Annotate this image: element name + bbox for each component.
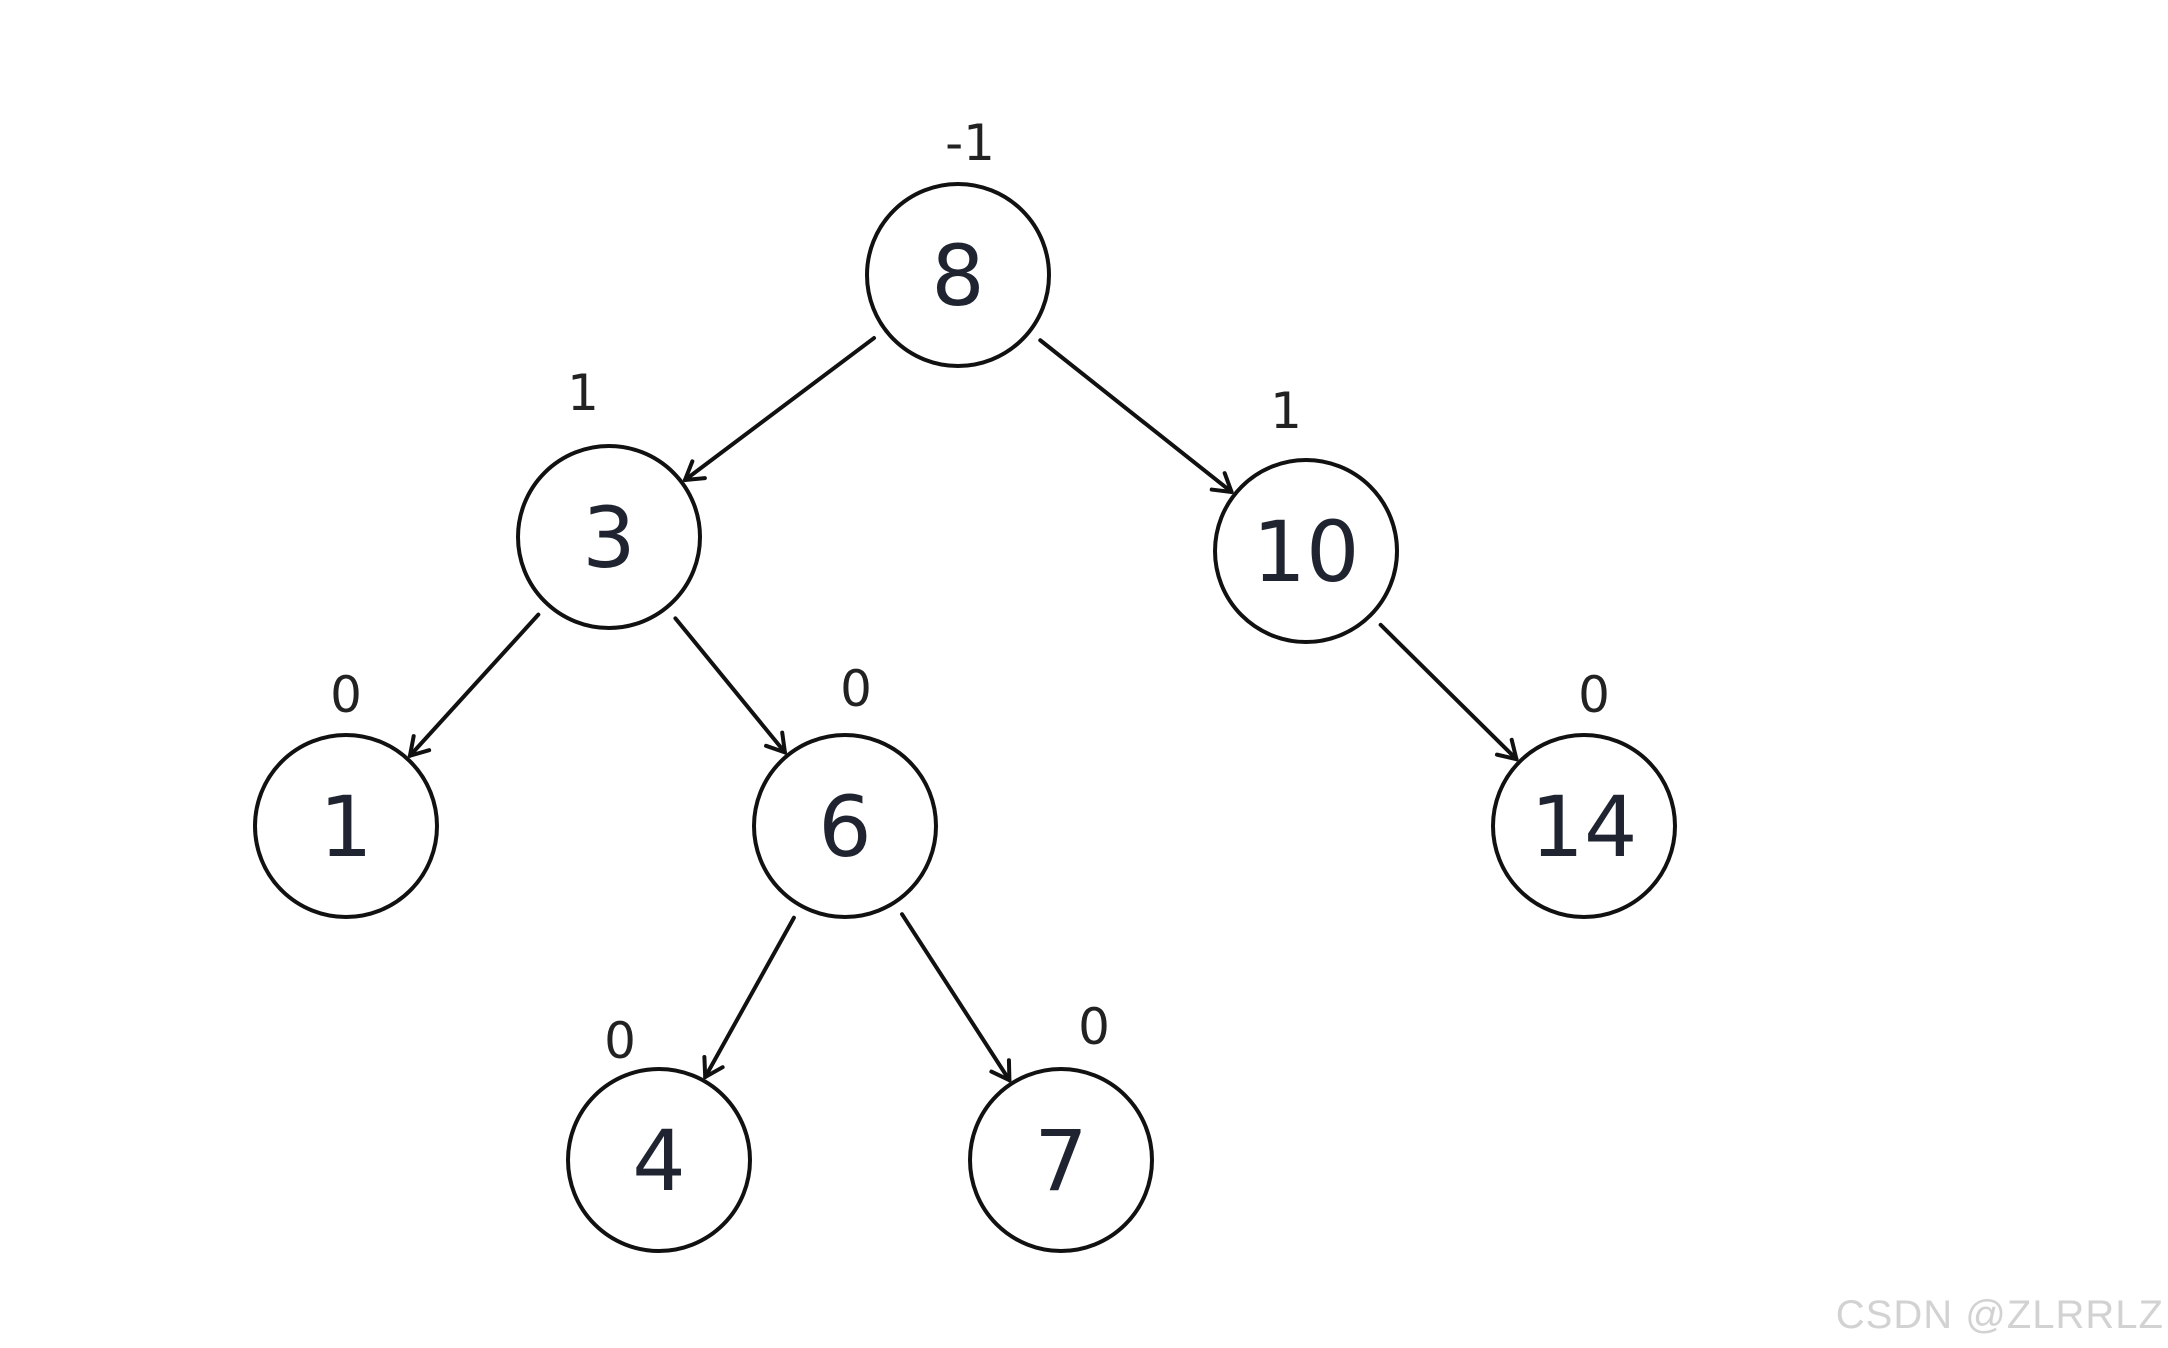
node-value: 7 [1034, 1112, 1087, 1210]
node-circle [253, 733, 439, 919]
node-value: 6 [818, 778, 871, 876]
node-circle [968, 1067, 1154, 1253]
node-circle [1491, 733, 1677, 919]
tree-node-4: 4 [566, 1067, 752, 1253]
node-circle [1213, 458, 1399, 644]
tree-node-14: 14 [1491, 733, 1677, 919]
edge-n3-n1 [407, 612, 541, 758]
node-circle [516, 444, 702, 630]
node-value: 8 [931, 227, 984, 325]
tree-node-8: 8 [865, 182, 1051, 368]
arrow-head-icon [1209, 471, 1234, 494]
edge-n3-n6 [673, 616, 787, 755]
node-circle [865, 182, 1051, 368]
balance-factor-label: 0 [1578, 666, 1610, 724]
edge-n8-n3 [682, 336, 877, 482]
arrow-head-icon [764, 730, 787, 755]
arrow-head-icon [407, 734, 432, 758]
node-value: 1 [319, 778, 372, 876]
watermark: CSDN @ZLRRLZ [1835, 1293, 2164, 1337]
edge-n10-n14 [1378, 622, 1519, 762]
arrow-head-icon [1494, 737, 1519, 762]
node-value: 3 [582, 489, 635, 587]
balance-factor-label: 0 [330, 666, 362, 724]
node-circle [566, 1067, 752, 1253]
arrow-head-icon [682, 459, 707, 482]
balance-factor-label: 0 [840, 660, 872, 718]
tree-node-7: 7 [968, 1067, 1154, 1253]
tree-node-10: 10 [1213, 458, 1399, 644]
balance-factor-label: 0 [1078, 998, 1110, 1056]
edge-line [673, 616, 787, 755]
arrow-head-icon [702, 1055, 725, 1080]
edge-line [703, 915, 796, 1080]
edge-line [407, 612, 541, 758]
edge-line [900, 912, 1012, 1083]
node-value: 10 [1253, 503, 1360, 601]
edge-n6-n7 [900, 912, 1012, 1083]
node-value: 14 [1531, 778, 1638, 876]
balance-factor-label: 1 [1270, 382, 1302, 440]
node-circle [752, 733, 938, 919]
node-value: 4 [632, 1112, 685, 1210]
edge-line [1038, 338, 1234, 494]
edge-line [1378, 622, 1519, 762]
tree-node-3: 3 [516, 444, 702, 630]
edge-n6-n4 [702, 915, 796, 1080]
edge-line [682, 336, 877, 482]
tree-node-6: 6 [752, 733, 938, 919]
tree-node-1: 1 [253, 733, 439, 919]
edge-n8-n10 [1038, 338, 1234, 494]
balance-factor-label: 0 [604, 1012, 636, 1070]
arrow-head-icon [989, 1058, 1012, 1083]
balance-factor-label: -1 [945, 114, 995, 172]
balance-factor-label: 1 [567, 364, 599, 422]
tree-edges [407, 336, 1519, 1083]
